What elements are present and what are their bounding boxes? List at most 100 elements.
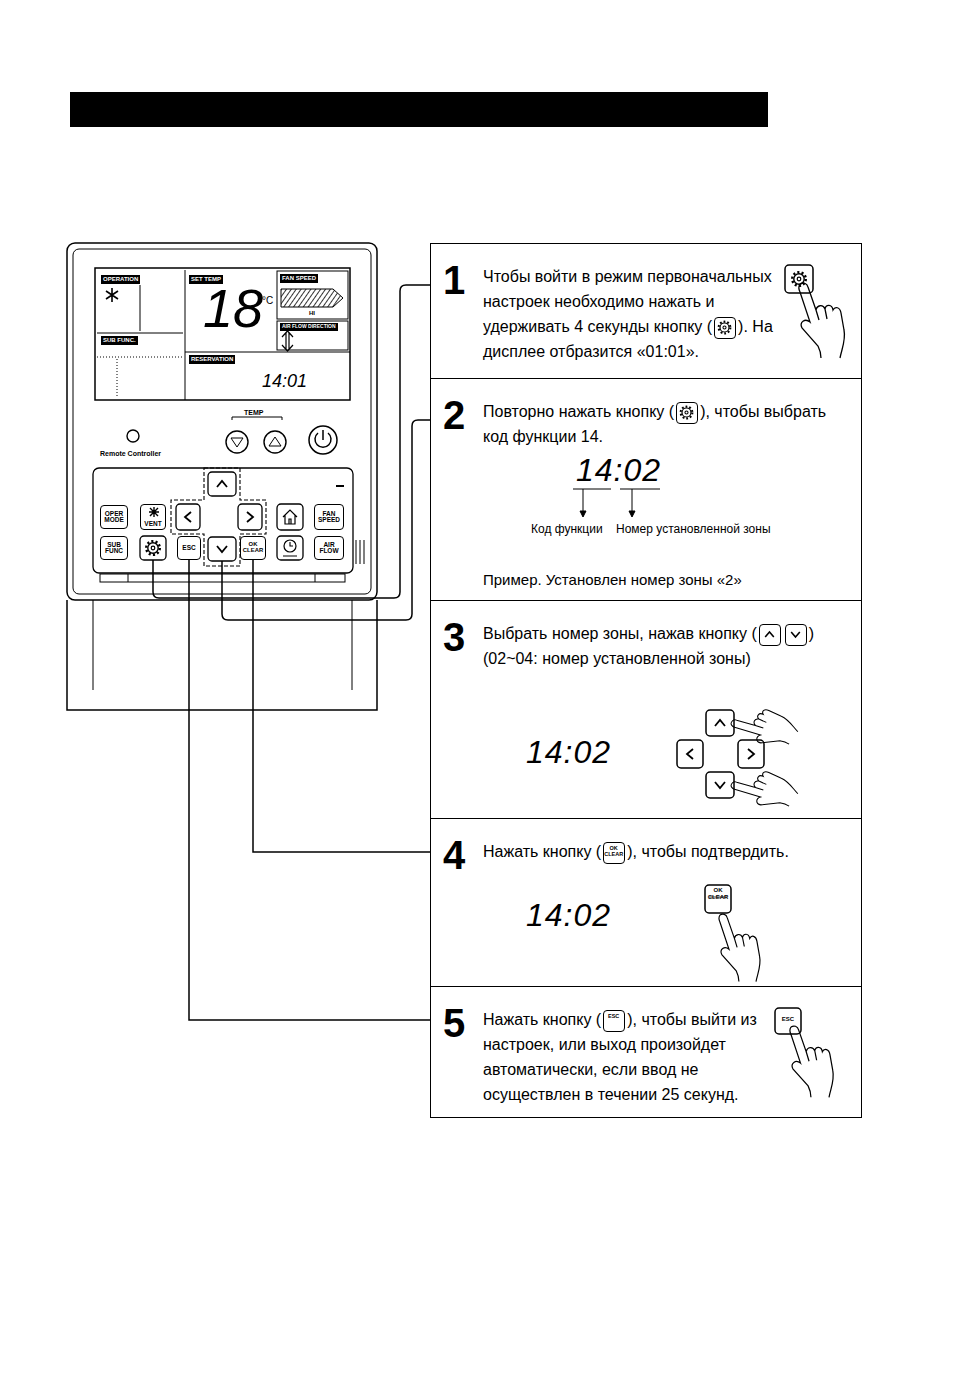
drawing-part [336, 485, 344, 487]
drawing-part [790, 1026, 833, 1097]
button-icon [785, 624, 807, 646]
drawing-part [705, 885, 731, 913]
remote-button: ESC [177, 536, 201, 560]
instruction-text: Нажать кнопку ( [483, 1011, 601, 1028]
drawing-part [775, 1008, 801, 1034]
drawing-part [799, 283, 845, 358]
button-icon [677, 403, 696, 422]
drawing-part [217, 481, 227, 487]
instruction-text: Повторно нажать кнопку ( [483, 403, 674, 420]
button-icon [714, 317, 736, 339]
instruction-text: Нажать кнопку ( [483, 843, 601, 860]
remote-button: OK CLEAR [240, 536, 266, 560]
button-icon [715, 318, 734, 337]
drawing-part [715, 782, 725, 788]
step-box: 4Нажать кнопку (OK CLEAR), чтобы подтвер… [430, 818, 862, 987]
step-text: Чтобы войти в режим первоначальных настр… [483, 264, 783, 364]
display-readout: 14:02 [526, 736, 611, 768]
drawing-part [73, 249, 371, 594]
drawing-part [792, 272, 806, 286]
drawing-part [281, 289, 343, 307]
label-text: Remote Controller [100, 450, 161, 458]
drawing-part [185, 270, 186, 400]
drawing-part [97, 357, 183, 358]
drawing-part [269, 437, 281, 446]
drawing-part [176, 504, 200, 530]
drawing-part [140, 536, 166, 560]
label-text: OK CLEAR [705, 887, 731, 901]
display-readout: 14:02 [526, 899, 611, 931]
step-text: Повторно нажать кнопку (), чтобы выбрать… [483, 399, 853, 449]
drawing-part [277, 271, 348, 319]
drawing-part [208, 472, 236, 496]
label-text: °C [262, 295, 273, 306]
button-icon [719, 321, 731, 333]
step-box: 2 Повторно нажать кнопку (), чтобы выбрат… [430, 378, 862, 601]
remote-body [67, 243, 377, 710]
drawing-part [153, 285, 430, 598]
drawing-part [283, 542, 297, 556]
drawing-part [149, 507, 159, 517]
drawing-part [738, 740, 764, 768]
code-marker [573, 489, 660, 517]
drawing-part [140, 285, 141, 331]
note-text: Номер установленной зоны [616, 522, 771, 536]
button-icon [759, 624, 781, 646]
button-label: FAN SPEED [315, 511, 343, 524]
label-text: 18 [203, 281, 263, 335]
drawing-part [715, 720, 725, 726]
title-bar [70, 92, 768, 127]
drawing-part [580, 511, 635, 517]
display-readout: 14:02 [576, 454, 661, 486]
label-text: ESC [604, 1013, 623, 1019]
drawing-part [208, 537, 236, 561]
drawing-part [730, 694, 800, 758]
drawing-part [309, 426, 337, 454]
leader-line [189, 560, 430, 1020]
drawing-part [573, 489, 660, 490]
drawing-part [226, 431, 248, 453]
button-icon [676, 402, 698, 424]
step-number: 3 [443, 617, 465, 657]
drawing-part [146, 541, 160, 555]
remote-button: SUB FUNC [100, 536, 128, 560]
drawing-part [171, 468, 266, 566]
leader-line [253, 560, 430, 852]
button-label: AIR FLOW [315, 542, 343, 555]
note-text: Пример. Установлен номер зоны «2» [483, 571, 742, 589]
instruction-text: Выбрать номер зоны, нажав кнопку ( [483, 625, 757, 642]
drawing-part [706, 772, 734, 798]
drawing-part [687, 749, 693, 759]
button-label: OPER MODE [101, 511, 127, 524]
display-tag: OPERATION [101, 275, 140, 284]
note-text: Код функции [531, 522, 603, 536]
button-icon: OK CLEAR [603, 842, 625, 864]
display-tag: FAN SPEED [280, 274, 318, 283]
drawing-part [127, 430, 139, 442]
button-label: SUB FUNC [101, 542, 127, 555]
button-icon [765, 632, 774, 637]
drawing-part [97, 333, 183, 334]
remote-button: AIR FLOW [314, 536, 344, 560]
button-icon [760, 625, 779, 644]
instruction-text: ), чтобы подтвердить. [627, 843, 789, 860]
drawing-part [117, 359, 118, 398]
display-tag: AIR FLOW DIRECTION [280, 323, 338, 331]
step-number: 5 [443, 1003, 465, 1043]
label-text: 14:01 [262, 372, 307, 390]
button-icon [681, 406, 693, 418]
drawing-part [93, 468, 353, 573]
drawing-part [315, 430, 331, 447]
drawing-part [283, 510, 297, 524]
drawing-part [277, 321, 348, 350]
remote-button: FAN SPEED [314, 504, 344, 530]
drawing-part [719, 914, 760, 982]
display-tag: SUB FUNC. [101, 336, 138, 345]
drawing-part [748, 749, 754, 759]
step-number: 2 [443, 395, 465, 435]
button-icon [791, 632, 800, 637]
hand-illustration [677, 265, 845, 1097]
step-box: 3Выбрать номер зоны, нажав кнопку () (02… [430, 600, 862, 819]
